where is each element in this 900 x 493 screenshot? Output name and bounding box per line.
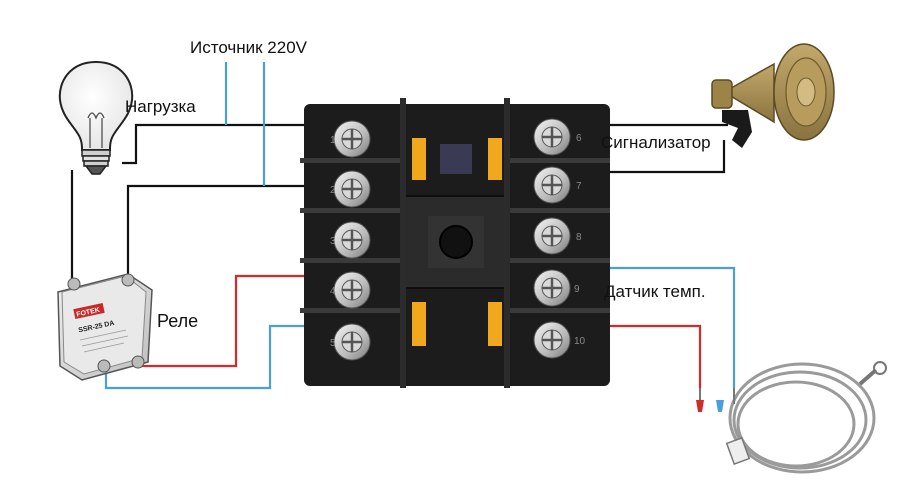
terminal-number: 2: [330, 185, 336, 196]
wires-blue: [104, 62, 736, 390]
load-label: Нагрузка: [125, 97, 196, 116]
terminal-screw-3: [333, 221, 371, 259]
terminal-number: 4: [330, 286, 336, 297]
controller-terminal-block: [300, 98, 610, 388]
terminal-screw-1: [333, 120, 371, 158]
terminal-number: 7: [576, 181, 582, 192]
terminal-numbers: 1 2 3 4 5 6 7 8 9 10: [330, 133, 586, 349]
terminal-number: 6: [576, 133, 582, 144]
terminal-screw-6: [533, 118, 571, 156]
terminal-number: 1: [330, 135, 336, 146]
terminal-number: 3: [330, 236, 336, 247]
terminal-screw-8: [533, 217, 571, 255]
temperature-sensor-label: Датчик темп.: [604, 282, 706, 301]
terminal-screw-5: [333, 323, 371, 361]
terminal-screw-2: [333, 170, 371, 208]
wires-red: [140, 274, 702, 388]
terminal-screw-4: [333, 271, 371, 309]
alarm-label: Сигнализатор: [601, 133, 711, 152]
terminal-number: 9: [574, 284, 580, 295]
solid-state-relay-icon: FOTEK SSR-25 DA: [57, 273, 153, 381]
terminal-screw-10: [533, 321, 571, 359]
terminal-screw-7: [533, 166, 571, 204]
terminal-number: 10: [574, 336, 586, 347]
terminal-screw-9: [533, 269, 571, 307]
relay-brand: FOTEK: [76, 307, 101, 319]
thermocouple-probe-icon: [696, 361, 887, 474]
light-bulb-icon: [58, 60, 134, 175]
terminal-screws: [333, 118, 571, 361]
siren-horn-icon: [711, 43, 835, 148]
power-source-label: Источник 220V: [190, 38, 307, 57]
relay-label: Реле: [157, 311, 199, 331]
terminal-number: 8: [576, 232, 582, 243]
terminal-number: 5: [330, 338, 336, 349]
